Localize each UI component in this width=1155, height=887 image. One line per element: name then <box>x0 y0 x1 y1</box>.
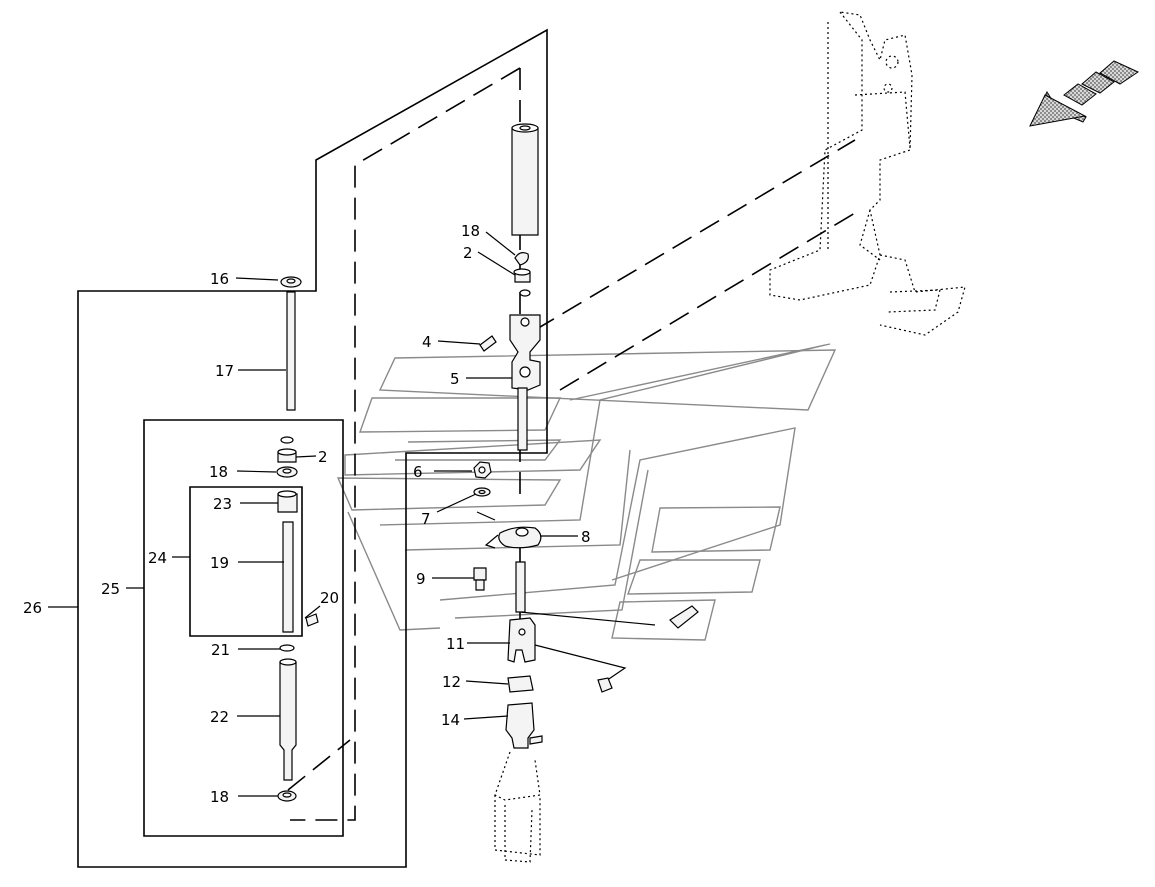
label-22: 22 <box>210 708 229 726</box>
pin-part-4 <box>479 335 497 352</box>
pin-part-20 <box>305 613 319 627</box>
label-19: 19 <box>210 554 229 572</box>
label-2-upper: 2 <box>463 244 473 262</box>
label-20: 20 <box>320 589 339 607</box>
rod-part-17 <box>286 291 296 411</box>
label-11: 11 <box>446 635 465 653</box>
sleeve-part-23 <box>277 490 298 513</box>
leader-lines <box>48 231 578 797</box>
reference-lines <box>519 139 861 686</box>
part-labels: 16 17 18 2 4 5 2 18 6 7 8 23 24 19 25 26… <box>23 222 591 806</box>
shaft-part-19 <box>282 521 294 633</box>
shaft-part-22 <box>279 658 297 781</box>
lower-bolt-parts <box>597 605 699 693</box>
label-16: 16 <box>210 270 229 288</box>
bushing-part-2-upper <box>513 268 531 297</box>
label-23: 23 <box>213 495 232 513</box>
label-8: 8 <box>581 528 591 546</box>
yoke-part-14 <box>505 702 543 749</box>
yoke-part-11 <box>507 617 536 663</box>
upper-column-tube <box>511 123 539 236</box>
label-6: 6 <box>413 463 423 481</box>
clip-part-18-upper <box>514 252 529 266</box>
assembly-frames <box>77 28 548 868</box>
ring-part-21 <box>279 644 295 652</box>
ring-part-2-lower <box>277 436 297 463</box>
bearing-part-18-lower <box>277 790 297 802</box>
cross-part-12 <box>507 675 534 693</box>
steering-unit-dotted <box>494 751 541 863</box>
label-25: 25 <box>101 580 120 598</box>
label-7: 7 <box>421 510 431 528</box>
direction-arrow-icon <box>1029 60 1140 127</box>
label-18-upper: 18 <box>461 222 480 240</box>
bearing-part-18-mid <box>276 466 298 478</box>
label-18-mid: 18 <box>209 463 228 481</box>
label-26: 26 <box>23 599 42 617</box>
shaft-segment-lower <box>515 561 526 613</box>
label-14: 14 <box>441 711 460 729</box>
label-9: 9 <box>416 570 426 588</box>
universal-joint-part-5 <box>509 314 541 451</box>
label-4: 4 <box>422 333 432 351</box>
label-18-lower: 18 <box>210 788 229 806</box>
label-21: 21 <box>211 641 230 659</box>
label-2-lower: 2 <box>318 448 328 466</box>
nut-part-6 <box>473 461 492 479</box>
cab-panels <box>336 343 837 641</box>
washer-part-7 <box>473 487 491 497</box>
label-5: 5 <box>450 370 460 388</box>
label-24: 24 <box>148 549 167 567</box>
cap-part-16 <box>280 276 302 288</box>
flange-part-8 <box>484 526 542 549</box>
bolt-part-9 <box>473 567 487 591</box>
label-17: 17 <box>215 362 234 380</box>
label-12: 12 <box>442 673 461 691</box>
pedal-bracket <box>769 11 966 336</box>
